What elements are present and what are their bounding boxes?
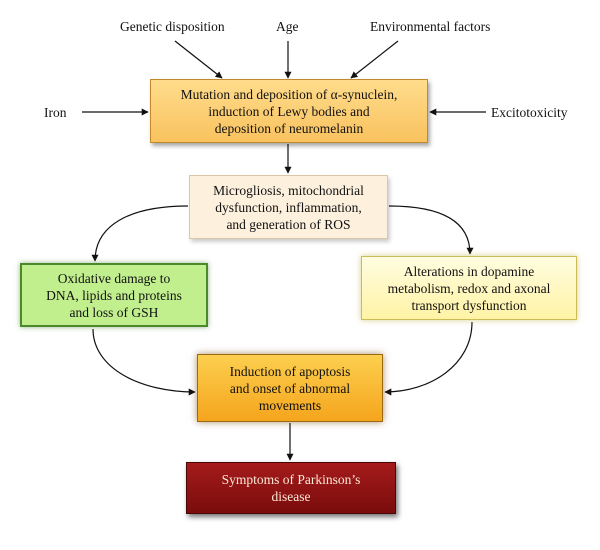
mutation-box: Mutation and deposition of α-synuclein, … xyxy=(150,79,428,143)
parkinsons-symptoms-box-text: Symptoms of Parkinson’s disease xyxy=(221,472,361,504)
apoptosis-box: Induction of apoptosis and onset of abno… xyxy=(197,354,383,422)
arrow-microgliosis-to-dopamine xyxy=(388,205,474,255)
mutation-box-text: Mutation and deposition of α-synuclein, … xyxy=(180,86,398,136)
iron-label: Iron xyxy=(44,105,67,120)
arrow-dopamine-to-apoptosis xyxy=(384,321,473,396)
apoptosis-box-text: Induction of apoptosis and onset of abno… xyxy=(229,363,351,413)
arrow-environmental-to-mutation xyxy=(350,40,399,79)
excitotoxicity-label: Excitotoxicity xyxy=(491,105,568,120)
age-label: Age xyxy=(276,19,299,34)
arrow-microgliosis-to-oxidative xyxy=(91,205,189,262)
environmental-factors-label: Environmental factors xyxy=(370,19,491,34)
microgliosis-box: Microgliosis, mitochondrial dysfunction,… xyxy=(189,175,388,239)
microgliosis-box-text: Microgliosis, mitochondrial dysfunction,… xyxy=(213,182,364,232)
dopamine-alterations-box: Alterations in dopamine metabolism, redo… xyxy=(361,256,577,320)
dopamine-alterations-box-text: Alterations in dopamine metabolism, redo… xyxy=(387,263,551,313)
arrow-genetic-to-mutation xyxy=(174,40,223,79)
genetic-disposition-label: Genetic disposition xyxy=(120,19,225,34)
arrow-oxidative-to-apoptosis xyxy=(92,328,196,396)
oxidative-damage-box-text: Oxidative damage to DNA, lipids and prot… xyxy=(46,270,182,320)
parkinsons-symptoms-box: Symptoms of Parkinson’s disease xyxy=(186,462,396,514)
oxidative-damage-box: Oxidative damage to DNA, lipids and prot… xyxy=(20,263,208,327)
